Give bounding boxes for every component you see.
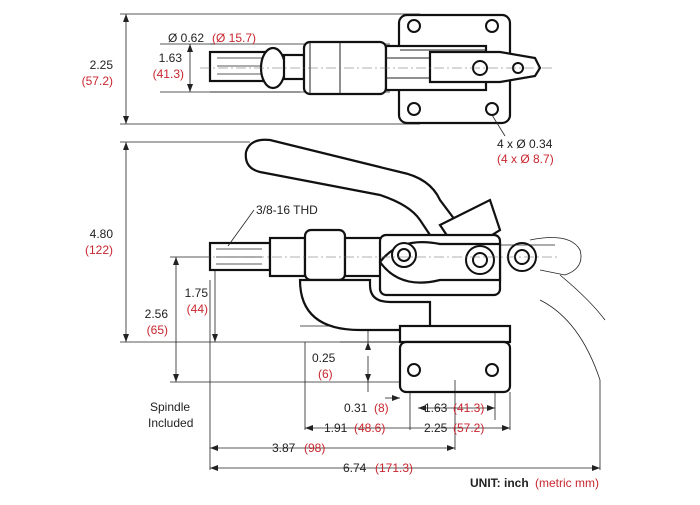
base-width-metric: (57.2) [453,421,484,435]
base-to-spindle-metric: (48.6) [354,421,385,435]
thread-label: 3/8-16 THD [256,203,318,217]
spindle-dia-metric: (Ø 15.7) [212,31,256,45]
spindle-note-line2: Included [148,416,193,430]
base-to-spindle-dim: 1.91 [324,421,348,435]
spindle-height-dim: 1.63 [159,51,183,65]
base-offset-metric: (8) [374,401,389,415]
base-thickness-metric: (6) [318,367,333,381]
overall-length-metric: (171.3) [375,461,413,475]
spindle-to-base-metric: (44) [187,302,208,316]
spindle-note-line1: Spindle [150,400,190,414]
spindle-to-center-metric: (98) [304,441,325,455]
unit-metric-label: (metric mm) [535,476,599,490]
side-view [120,138,606,394]
mount-holes-dim: 4 x Ø 0.34 [497,137,553,151]
overall-height-top-metric: (57.2) [82,74,113,88]
base-offset-dim: 0.31 [344,401,368,415]
overall-height-side-metric: (122) [85,243,113,257]
spindle-to-base-dim: 1.75 [185,286,209,300]
hole-spacing-metric: (41.3) [453,401,484,415]
top-view [120,13,555,125]
mount-holes-metric: (4 x Ø 8.7) [497,152,554,166]
overall-length-dim: 6.74 [343,461,367,475]
spindle-to-center-dim: 3.87 [272,441,296,455]
base-thickness-dim: 0.25 [312,351,336,365]
unit-label: UNIT: inch [470,476,529,490]
spindle-to-bottom-metric: (65) [147,323,168,337]
spindle-height-metric: (41.3) [153,67,184,81]
spindle-to-bottom-dim: 2.56 [145,307,169,321]
spindle-dia-dim: Ø 0.62 [168,31,204,45]
base-width-dim: 2.25 [424,421,448,435]
hole-spacing-dim: 1.63 [424,401,448,415]
overall-height-side-dim: 4.80 [90,227,114,241]
overall-height-top-dim: 2.25 [90,58,114,72]
